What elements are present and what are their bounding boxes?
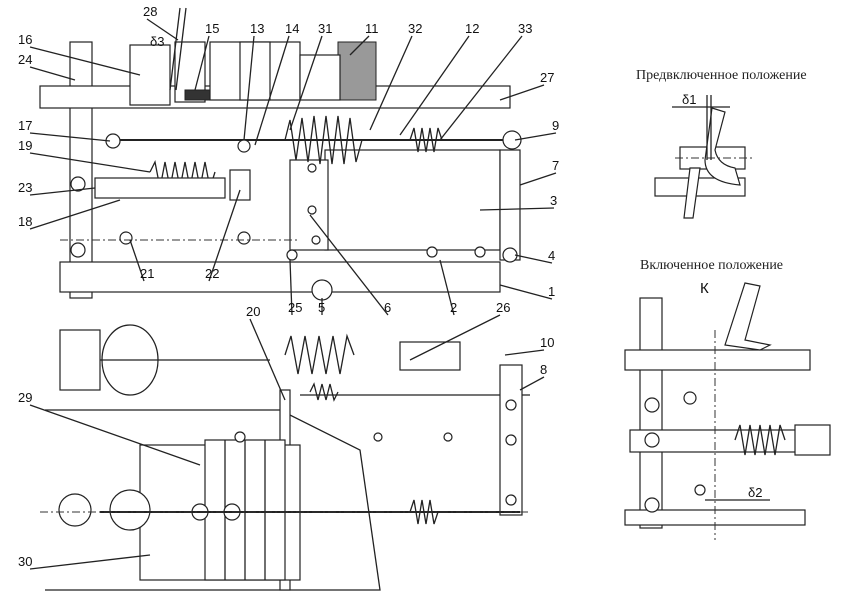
callout-22: 22 bbox=[205, 266, 219, 281]
leader-line bbox=[519, 376, 545, 391]
caption-pre-on-position: Предвключенное положение bbox=[636, 68, 807, 83]
callout-23: 23 bbox=[18, 180, 32, 195]
callout-6: 6 bbox=[384, 300, 391, 315]
callout-1: 1 bbox=[548, 284, 555, 299]
callout-33: 33 bbox=[518, 21, 532, 36]
leader-line bbox=[146, 18, 179, 41]
leader-line bbox=[289, 35, 323, 131]
leader-line bbox=[519, 172, 557, 186]
dimension-delta3: δ3 bbox=[150, 34, 164, 49]
callout-8: 8 bbox=[540, 362, 547, 377]
callout-7: 7 bbox=[552, 158, 559, 173]
leader-line bbox=[309, 214, 389, 316]
leader-line bbox=[29, 46, 141, 76]
leader-line bbox=[29, 187, 96, 196]
top-view bbox=[39, 7, 522, 301]
callout-9: 9 bbox=[552, 118, 559, 133]
leader-line bbox=[29, 66, 76, 81]
leader-line bbox=[439, 259, 455, 316]
callout-32: 32 bbox=[408, 21, 422, 36]
leader-line bbox=[29, 152, 151, 173]
leader-line bbox=[499, 84, 545, 101]
callout-28: 28 bbox=[143, 4, 157, 19]
dimension-delta2: δ2 bbox=[748, 485, 762, 500]
leader-line bbox=[409, 314, 501, 361]
leader-line bbox=[243, 35, 255, 141]
callout-13: 13 bbox=[250, 21, 264, 36]
callout-5: 5 bbox=[318, 300, 325, 315]
leader-line bbox=[29, 554, 151, 570]
leader-line bbox=[514, 132, 557, 141]
callout-24: 24 bbox=[18, 52, 32, 67]
callout-2: 2 bbox=[450, 300, 457, 315]
leader-line bbox=[29, 404, 201, 466]
leader-line bbox=[194, 35, 210, 91]
leader-line bbox=[29, 132, 111, 142]
leader-line bbox=[208, 189, 241, 282]
callout-10: 10 bbox=[540, 335, 554, 350]
callout-4: 4 bbox=[548, 248, 555, 263]
callout-25: 25 bbox=[288, 300, 302, 315]
leader-line bbox=[249, 318, 286, 401]
leader-line bbox=[504, 349, 545, 356]
bottom-view bbox=[40, 324, 530, 591]
callout-17: 17 bbox=[18, 118, 32, 133]
callout-29: 29 bbox=[18, 390, 32, 405]
leader-line bbox=[439, 35, 523, 141]
callout-31: 31 bbox=[318, 21, 332, 36]
on-detail bbox=[624, 282, 831, 540]
callout-27: 27 bbox=[540, 70, 554, 85]
callout-20: 20 bbox=[246, 304, 260, 319]
dimension-delta1: δ1 bbox=[682, 92, 696, 107]
leader-line bbox=[499, 284, 553, 300]
callout-3: 3 bbox=[550, 193, 557, 208]
leader-line bbox=[129, 239, 145, 282]
callout-18: 18 bbox=[18, 214, 32, 229]
leader-line bbox=[29, 199, 121, 230]
leader-line bbox=[254, 35, 290, 146]
callout-16: 16 bbox=[18, 32, 32, 47]
leader-line bbox=[514, 254, 553, 264]
callout-15: 15 bbox=[205, 21, 219, 36]
leader-line bbox=[289, 259, 293, 316]
leader-line bbox=[479, 207, 555, 211]
callout-12: 12 bbox=[465, 21, 479, 36]
caption-on-position: Включенное положение bbox=[640, 258, 784, 273]
callout-30: 30 bbox=[18, 554, 32, 569]
callout-11: 11 bbox=[365, 21, 379, 36]
leader-line bbox=[369, 35, 413, 131]
pre-on-detail bbox=[654, 95, 755, 219]
callout-14: 14 bbox=[285, 21, 299, 36]
leader-line bbox=[399, 35, 470, 136]
label-k: К bbox=[700, 280, 709, 297]
callout-21: 21 bbox=[140, 266, 154, 281]
callout-19: 19 bbox=[18, 138, 32, 153]
leader-line bbox=[349, 35, 370, 56]
callout-26: 26 bbox=[496, 300, 510, 315]
